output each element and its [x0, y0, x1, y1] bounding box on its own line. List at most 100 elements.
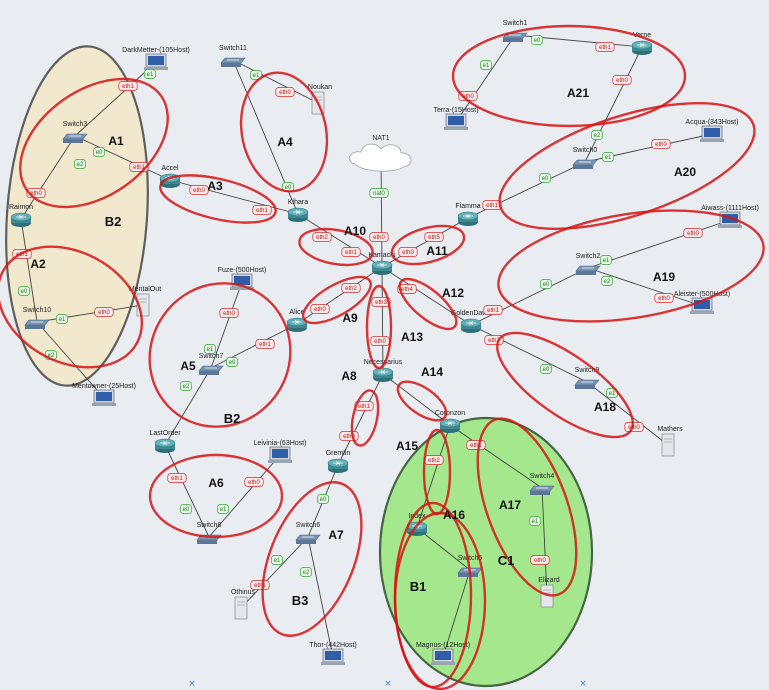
host-aiwass[interactable]: Aiwass-(1111Host) [701, 205, 759, 228]
host-aleister[interactable]: Aleister-(500Host) [674, 291, 730, 314]
link-fuze-switch7[interactable] [210, 281, 243, 369]
router-kihara[interactable]: Kihara [287, 199, 309, 222]
area-ring-a19 [497, 209, 765, 323]
svg-text:eth2: eth2 [345, 286, 357, 292]
area-label-b1: B1 [410, 579, 427, 594]
port-label-eth2-11: eth2 [312, 232, 332, 242]
port-label-eth0-21: eth0 [94, 307, 114, 317]
switch-switch6[interactable]: Switch6 [295, 522, 321, 544]
link-switch2-aleister[interactable] [587, 267, 703, 307]
link-kihara-kamachi[interactable] [297, 213, 383, 268]
host-acqua[interactable]: Acqua-(343Host) [686, 119, 739, 142]
link-switch7-lastorder[interactable] [164, 367, 212, 446]
host-terra[interactable]: Terra-(15Host) [433, 107, 479, 130]
area-ring-a6 [148, 453, 284, 539]
link-switch2-goldendawn[interactable] [470, 267, 589, 326]
host-mentowner[interactable]: Mentowner-(25Host) [72, 383, 136, 406]
area-label-a10: A10 [344, 224, 366, 238]
group-label-b2: B2 [224, 411, 241, 426]
switch-switch2[interactable]: Switch2 [575, 253, 601, 275]
svg-text:eth0: eth0 [279, 90, 291, 96]
link-switch11-noukan[interactable] [232, 59, 319, 104]
link-coronzon-switch4[interactable] [449, 424, 543, 489]
link-switch6-othinus[interactable] [240, 536, 309, 609]
router-kamachi[interactable]: Kamachi [368, 252, 396, 275]
link-switch10-mentowner[interactable] [36, 321, 105, 399]
link-lastorder-switch8[interactable] [164, 444, 210, 538]
svg-text:e2: e2 [183, 384, 190, 390]
link-necessarius-coronzon[interactable] [382, 373, 451, 426]
scroll-marker-1[interactable]: × [384, 679, 392, 689]
port-label-eth5-15: eth5 [424, 232, 444, 242]
router-fiamma[interactable]: Fiamma [455, 203, 481, 226]
node-label-switch11: Switch11 [219, 45, 247, 52]
svg-text:e0: e0 [183, 507, 190, 513]
link-darkmetter-switch3[interactable] [74, 61, 157, 137]
svg-text:eth3: eth3 [375, 300, 387, 306]
port-label-eth0-27: eth0 [370, 336, 390, 346]
link-switch4-elizard[interactable] [541, 487, 548, 597]
svg-text:eth0: eth0 [616, 78, 628, 84]
link-goldendawn-switch9[interactable] [470, 324, 588, 383]
server-othinus[interactable]: Othinus [231, 589, 256, 620]
link-switch5-magnus[interactable] [442, 569, 471, 658]
link-alice-kamachi[interactable] [296, 266, 383, 325]
switch-switch3[interactable]: Switch3 [62, 121, 88, 143]
port-label-eth0-55: eth0 [651, 139, 671, 149]
router-gremlin[interactable]: Gremlin [326, 450, 351, 473]
node-label-fiamma: Fiamma [455, 203, 480, 210]
switch-switch4[interactable]: Switch4 [529, 473, 555, 495]
group-label-b2: B2 [105, 214, 122, 229]
node-label-lastorder: LastOrder [149, 430, 181, 437]
link-raimon-switch10[interactable] [20, 218, 38, 323]
router-raimon[interactable]: Raimon [9, 204, 33, 227]
router-verne[interactable]: Verne [631, 32, 653, 55]
link-accel-kihara[interactable] [169, 179, 299, 215]
link-switch3-accel[interactable] [74, 135, 171, 181]
switch-switch9[interactable]: Switch9 [574, 367, 600, 389]
switch-switch8[interactable]: Switch8 [196, 522, 222, 544]
router-alice[interactable]: Alice [286, 309, 308, 332]
link-switch9-mathers[interactable] [586, 381, 669, 446]
host-thor[interactable]: Thor-(442Host) [309, 642, 357, 665]
router-coronzon[interactable]: Coronzon [435, 410, 465, 433]
link-kamachi-necessarius[interactable] [381, 266, 384, 375]
svg-text:e2: e2 [594, 133, 601, 139]
scroll-marker-2[interactable]: × [579, 679, 587, 689]
link-nat1-kamachi[interactable] [380, 157, 383, 268]
link-leivinia-switch8[interactable] [208, 454, 281, 538]
link-switch3-raimon[interactable] [20, 135, 76, 220]
svg-text:e1: e1 [532, 519, 539, 525]
server-mathers[interactable]: Mathers [657, 426, 683, 457]
scroll-marker-0[interactable]: × [188, 679, 196, 689]
router-necessarius[interactable]: Necessarius [364, 359, 403, 382]
svg-text:e1: e1 [59, 317, 66, 323]
link-index-switch5[interactable] [416, 527, 471, 571]
link-verne-switch0[interactable] [584, 46, 643, 163]
router-goldendawn[interactable]: GoldenDawn [451, 310, 492, 333]
cloud-nat1[interactable]: NAT1 [348, 135, 412, 172]
port-label-eth0-7: eth0 [275, 87, 295, 97]
router-lastorder[interactable]: LastOrder [149, 430, 181, 453]
port-label-e2-53: e2 [591, 130, 603, 140]
host-leivinia[interactable]: Leivinia-(63Host) [254, 440, 307, 463]
link-alice-switch7[interactable] [210, 323, 298, 369]
node-label-aleister: Aleister-(500Host) [674, 291, 730, 298]
host-magnus[interactable]: Magnus-(12Host) [416, 642, 470, 665]
switch-switch11[interactable]: Switch11 [219, 45, 247, 67]
link-switch10-mentalout[interactable] [36, 304, 144, 323]
link-switch6-thor[interactable] [307, 536, 334, 658]
switch-switch0[interactable]: Switch0 [572, 147, 598, 169]
port-label-eth3-25: eth3 [371, 297, 391, 307]
svg-text:eth1: eth1 [256, 208, 268, 214]
svg-text:e1: e1 [605, 155, 612, 161]
switch-switch10[interactable]: Switch10 [23, 307, 52, 329]
host-darkmetter[interactable]: DarkMetter-(105Host) [122, 47, 190, 70]
link-goldendawn-kamachi[interactable] [381, 266, 472, 326]
area-label-b3: B3 [292, 593, 309, 608]
switch-switch7[interactable]: Switch7 [198, 353, 224, 375]
link-necessarius-gremlin[interactable] [337, 373, 384, 466]
link-switch1-terra[interactable] [455, 34, 516, 123]
link-coronzon-index[interactable] [416, 424, 451, 529]
